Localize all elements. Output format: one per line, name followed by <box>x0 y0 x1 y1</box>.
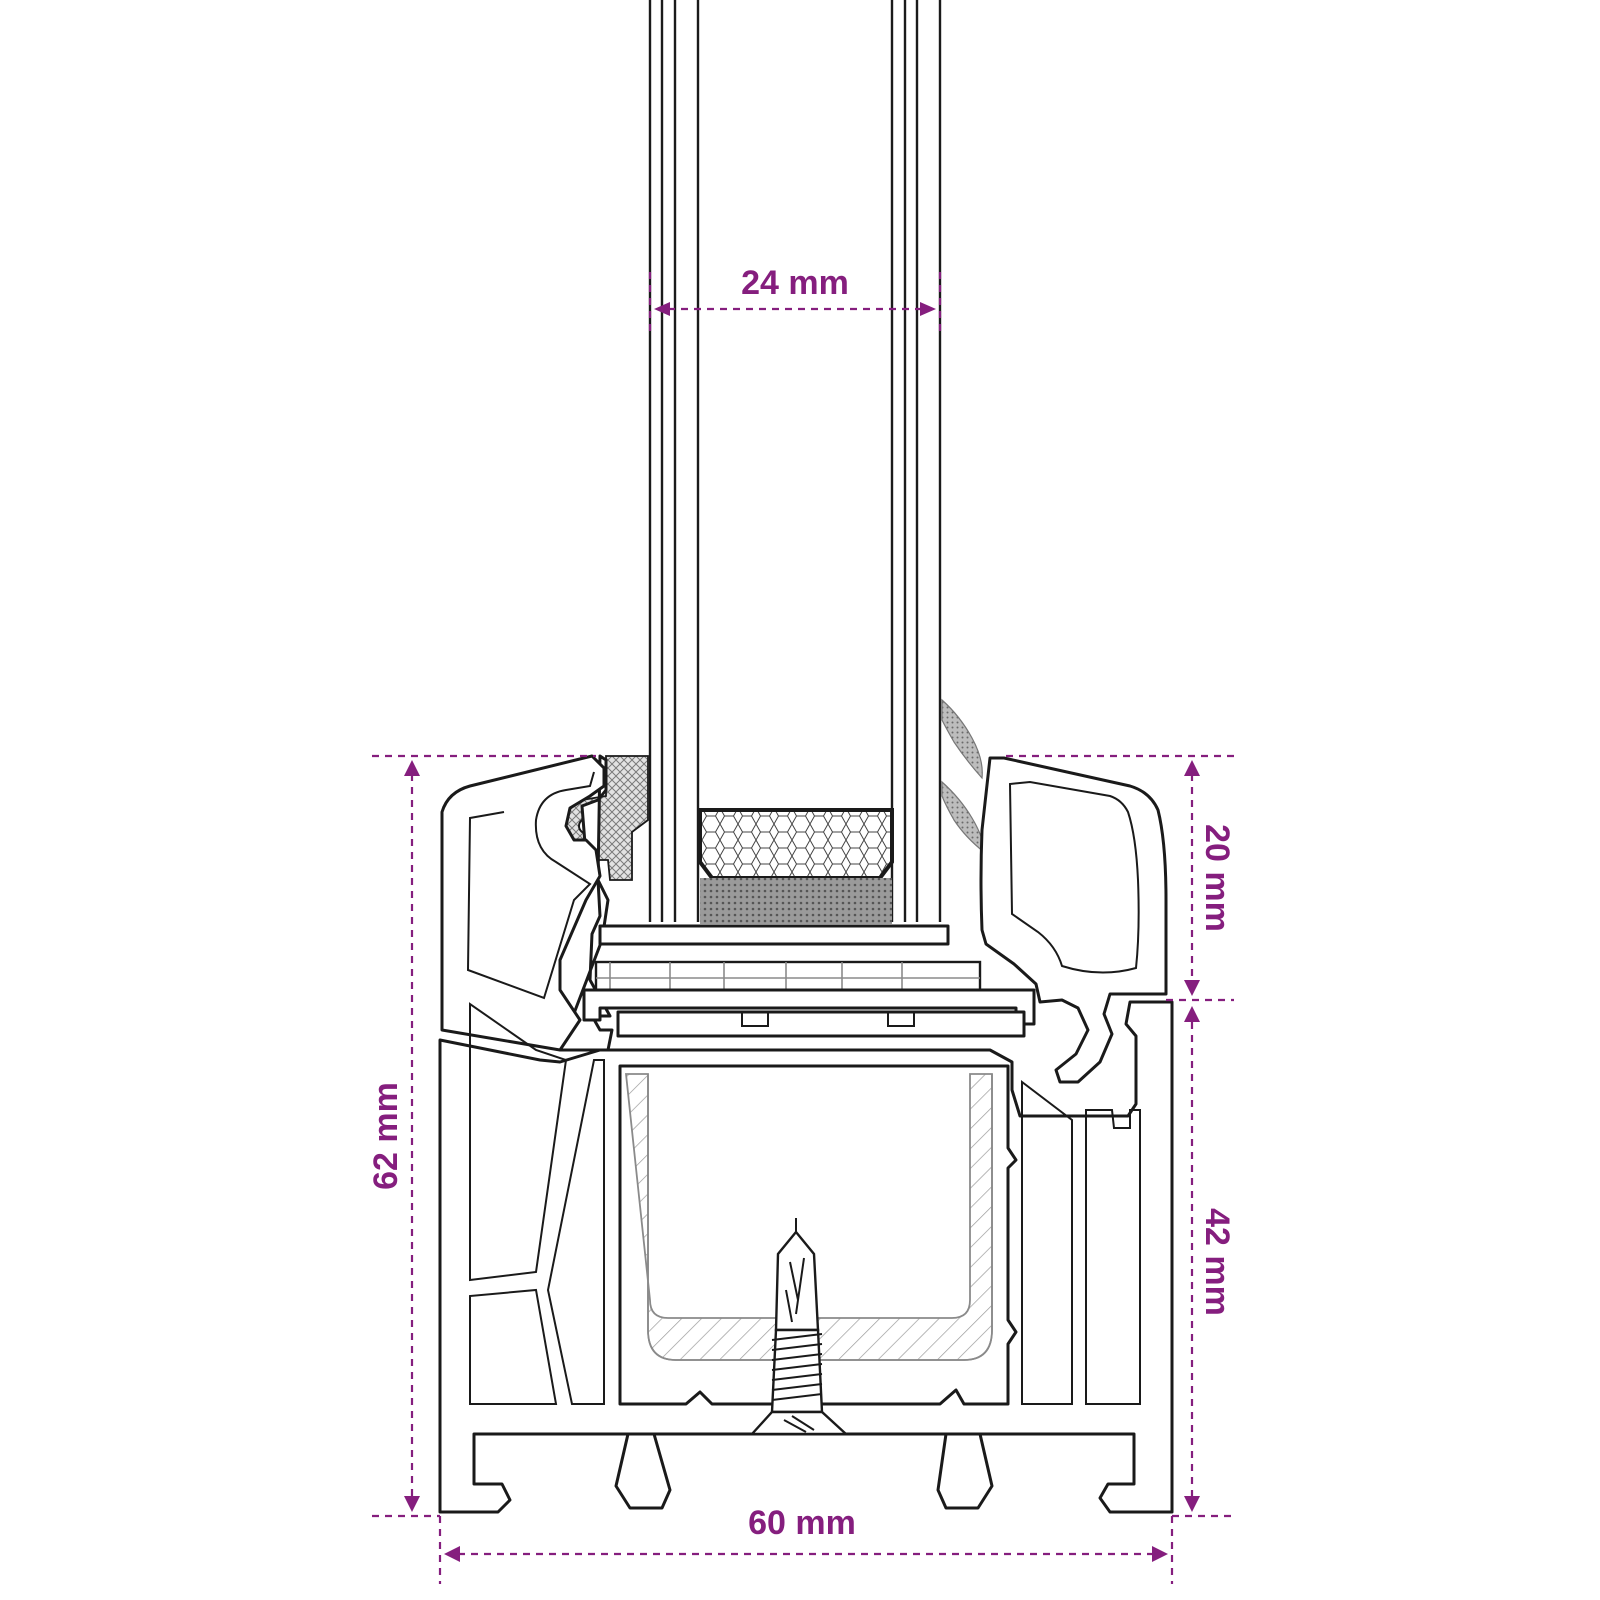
dimension-frame-height: 62 mm <box>367 754 596 1518</box>
glass-support-blocks <box>582 924 1036 1038</box>
dimension-label-frame-height: 62 mm <box>367 1082 405 1190</box>
sash-profile-right <box>979 756 1168 1084</box>
glazing-unit <box>648 0 942 922</box>
dimension-frame-lower-height: 42 mm <box>1172 1006 1236 1518</box>
dimension-glass-gap: 24 mm <box>648 264 942 336</box>
glazing-gasket-right <box>941 698 985 854</box>
dimension-label-frame-lower-height: 42 mm <box>1198 1208 1236 1316</box>
fixing-screw <box>749 1218 850 1436</box>
dimension-label-sash-height: 20 mm <box>1198 824 1236 932</box>
dimension-sash-height: 20 mm <box>1006 754 1236 1002</box>
dimension-label-glass-gap: 24 mm <box>741 264 849 302</box>
dimension-frame-depth: 60 mm <box>438 1504 1174 1584</box>
dimension-label-frame-depth: 60 mm <box>748 1504 856 1542</box>
glass-spacer-bar <box>698 808 894 924</box>
